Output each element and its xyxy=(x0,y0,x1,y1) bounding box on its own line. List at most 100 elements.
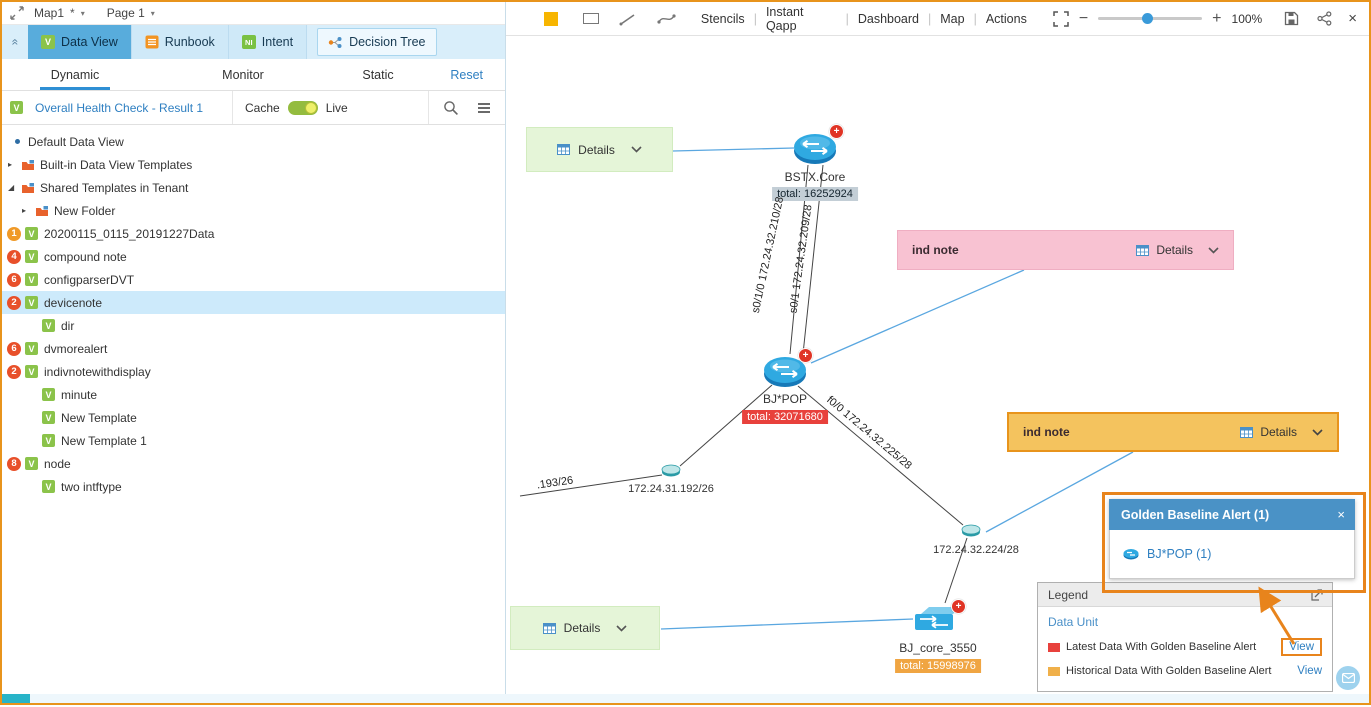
note-details-top[interactable]: Details xyxy=(526,127,673,172)
menu-instant-qapp[interactable]: Instant Qapp xyxy=(766,5,837,33)
alert-plus-badge[interactable]: + xyxy=(829,124,844,139)
legend-panel: Legend Data Unit Latest Data With Golden… xyxy=(1037,582,1333,692)
data-view-template-icon: V xyxy=(25,273,38,286)
tree-folder-built-in-templates[interactable]: ▸ Built-in Data View Templates xyxy=(2,153,505,176)
bullet-dot-icon xyxy=(15,139,20,144)
tree-item-template[interactable]: 2 V indivnotewithdisplay xyxy=(2,360,505,383)
expander-expanded-icon[interactable]: ◢ xyxy=(8,183,21,192)
table-icon xyxy=(1240,427,1253,438)
zoom-slider[interactable] xyxy=(1098,17,1202,20)
subtab-label: Dynamic xyxy=(51,68,100,82)
line-tool-icon[interactable] xyxy=(619,12,637,26)
device-total-label[interactable]: total: 15998976 xyxy=(895,659,981,673)
tree-item-default-data-view[interactable]: Default Data View xyxy=(2,130,505,153)
menu-actions[interactable]: Actions xyxy=(986,12,1027,26)
panel-tabbar: « V Data View Runbook NI Intent Decision… xyxy=(2,25,505,59)
tab-runbook[interactable]: Runbook xyxy=(132,25,229,59)
share-icon[interactable] xyxy=(1317,11,1332,26)
intent-icon: NI xyxy=(242,35,256,49)
alert-count-badge: 4 xyxy=(7,250,21,264)
menu-icon[interactable] xyxy=(477,102,491,114)
subnet-node-icon[interactable] xyxy=(961,523,981,543)
map-title-caret-icon[interactable]: ▾ xyxy=(81,9,85,18)
menu-map[interactable]: Map xyxy=(940,12,964,26)
subnet-node-icon[interactable] xyxy=(661,463,681,483)
tree-item-template[interactable]: 4 V compound note xyxy=(2,245,505,268)
reset-link[interactable]: Reset xyxy=(450,68,483,82)
tree-item-label: New Template 1 xyxy=(61,434,147,448)
data-view-template-icon: V xyxy=(25,227,38,240)
cache-label: Cache xyxy=(245,101,280,115)
chevron-down-icon[interactable] xyxy=(1312,429,1323,436)
tree-item-label: dvmorealert xyxy=(44,342,107,356)
view-link-latest[interactable]: View xyxy=(1289,641,1314,653)
decision-tree-icon xyxy=(328,36,343,49)
tree-item-template[interactable]: 1 V 20200115_0115_20191227Data xyxy=(2,222,505,245)
tree-item-template[interactable]: V minute xyxy=(2,383,505,406)
expand-icon[interactable] xyxy=(10,6,24,20)
alert-plus-badge[interactable]: + xyxy=(798,348,813,363)
details-group[interactable]: Details xyxy=(1136,243,1219,257)
tree-item-template[interactable]: 8 V node xyxy=(2,452,505,475)
menu-dashboard[interactable]: Dashboard xyxy=(858,12,919,26)
zoom-slider-handle[interactable] xyxy=(1142,13,1153,24)
device-name[interactable]: BSTX.Core xyxy=(785,170,846,184)
table-icon xyxy=(1136,245,1149,256)
orange-swatch xyxy=(1048,667,1060,676)
device-total-label[interactable]: total: 32071680 xyxy=(742,410,828,424)
device-name[interactable]: BJ_core_3550 xyxy=(899,641,976,655)
close-popup-icon[interactable]: × xyxy=(1337,507,1345,522)
tree-item-template[interactable]: V two intftype xyxy=(2,475,505,498)
golden-baseline-alert-popup: Golden Baseline Alert (1) × BJ*POP (1) xyxy=(1109,499,1355,579)
zoom-out-icon[interactable]: − xyxy=(1079,10,1088,28)
map-title: Map1 xyxy=(34,6,64,20)
subtab-static[interactable]: Static xyxy=(338,59,418,90)
menu-stencils[interactable]: Stencils xyxy=(701,12,745,26)
view-link-historical[interactable]: View xyxy=(1297,665,1322,677)
tree-item-label: compound note xyxy=(44,250,127,264)
save-icon[interactable] xyxy=(1284,11,1299,26)
page-caret-icon[interactable]: ▾ xyxy=(151,9,155,18)
chevron-down-icon[interactable] xyxy=(1208,247,1219,254)
note-details-bottom[interactable]: Details xyxy=(510,606,660,650)
feedback-chat-icon[interactable] xyxy=(1336,666,1360,690)
horizontal-scrollbar[interactable] xyxy=(2,694,1369,703)
tree-folder-new-folder[interactable]: ▸ New Folder xyxy=(2,199,505,222)
note-ind-note-pink[interactable]: ind note Details xyxy=(897,230,1234,270)
details-group[interactable]: Details xyxy=(1240,425,1323,439)
zoom-in-icon[interactable]: + xyxy=(1212,10,1221,28)
tree-item-template[interactable]: V New Template 1 xyxy=(2,429,505,452)
search-icon[interactable] xyxy=(443,100,459,116)
close-map-icon[interactable]: × xyxy=(1348,10,1357,27)
expander-collapsed-icon[interactable]: ▸ xyxy=(8,160,21,169)
tree-folder-shared-templates[interactable]: ◢ Shared Templates in Tenant xyxy=(2,176,505,199)
chevron-down-icon[interactable] xyxy=(616,625,627,632)
expander-collapsed-icon[interactable]: ▸ xyxy=(22,206,35,215)
note-ind-note-orange[interactable]: ind note Details xyxy=(1007,412,1339,452)
cache-live-toggle[interactable] xyxy=(288,101,318,115)
subtab-dynamic[interactable]: Dynamic xyxy=(2,59,148,90)
result-selector[interactable]: V Overall Health Check - Result 1 xyxy=(2,91,233,124)
chevron-down-icon[interactable] xyxy=(631,146,642,153)
tree-item-template[interactable]: V dir xyxy=(2,314,505,337)
fit-to-screen-icon[interactable] xyxy=(1053,11,1069,27)
tree-item-template[interactable]: 6 V configparserDVT xyxy=(2,268,505,291)
alert-device-link[interactable]: BJ*POP (1) xyxy=(1147,547,1211,561)
alert-plus-badge[interactable]: + xyxy=(951,599,966,614)
tree-item-template[interactable]: V New Template xyxy=(2,406,505,429)
subtab-monitor[interactable]: Monitor xyxy=(148,59,338,90)
tab-data-view[interactable]: V Data View xyxy=(28,25,132,59)
note-tool-icon[interactable] xyxy=(544,12,558,26)
device-name[interactable]: BJ*POP xyxy=(763,392,807,406)
collapse-panel-icon[interactable]: « xyxy=(2,25,28,59)
tree-item-template[interactable]: 6 V dvmorealert xyxy=(2,337,505,360)
tab-intent[interactable]: NI Intent xyxy=(229,25,307,59)
curve-tool-icon[interactable] xyxy=(657,12,677,26)
tree-item-template-selected[interactable]: 2 V devicenote xyxy=(2,291,505,314)
page-selector[interactable]: Page 1 xyxy=(107,6,145,20)
tree-item-label: 20200115_0115_20191227Data xyxy=(44,227,214,241)
tab-decision-tree[interactable]: Decision Tree xyxy=(317,28,436,56)
expand-legend-icon[interactable] xyxy=(1311,588,1324,601)
tree-item-label: Default Data View xyxy=(28,135,124,149)
rectangle-tool-icon[interactable] xyxy=(583,13,599,24)
